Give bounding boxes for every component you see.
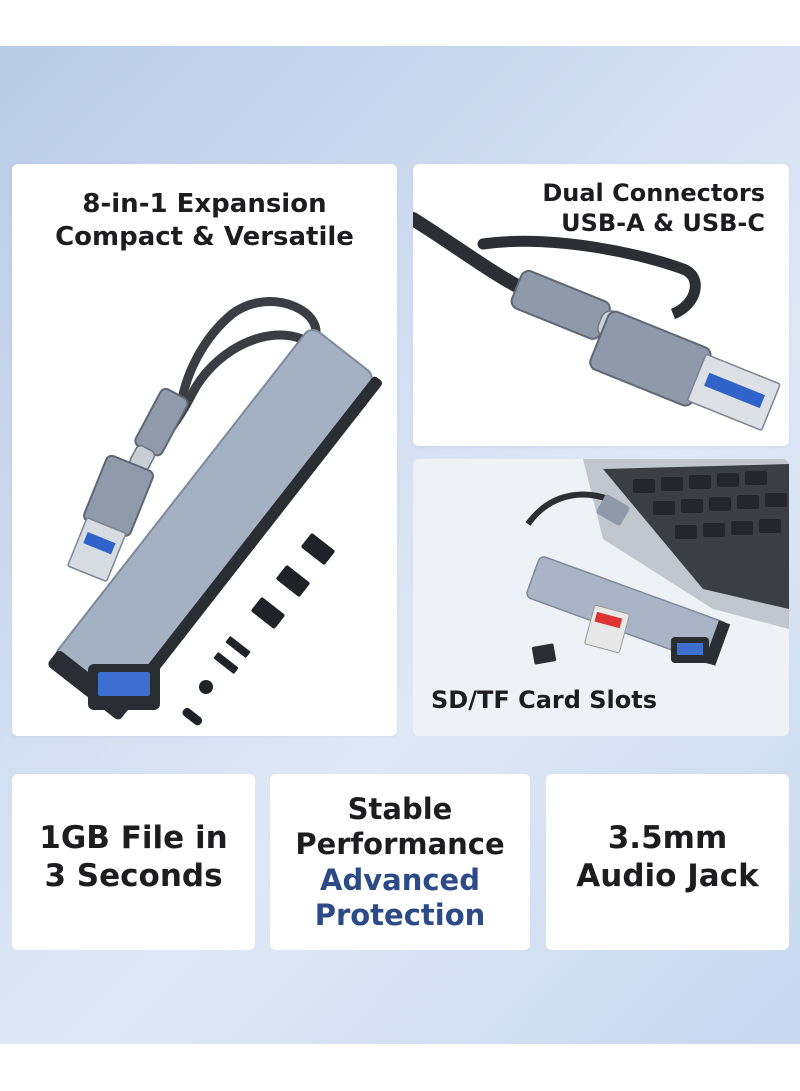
connectors-heading-line2: USB-A & USB-C: [561, 209, 765, 237]
stability-line3: Advanced: [320, 862, 480, 897]
connectors-heading: Dual Connectors USB-A & USB-C: [542, 178, 765, 238]
transfer-speed-card: 1GB File in 3 Seconds: [12, 774, 255, 950]
dual-connector-image: [413, 212, 781, 431]
transfer-speed-line2: 3 Seconds: [44, 857, 223, 894]
connectors-panel: Dual Connectors USB-A & USB-C: [413, 164, 789, 446]
expansion-heading-line2: Compact & Versatile: [55, 221, 354, 252]
transfer-speed-text: 1GB File in 3 Seconds: [12, 820, 255, 896]
expansion-panel: 8-in-1 Expansion Compact & Versatile: [12, 164, 397, 736]
transfer-speed-line1: 1GB File in: [39, 820, 228, 856]
card-slots-panel: SD/TF Card Slots: [413, 459, 789, 736]
audio-jack-line2: Audio Jack: [576, 857, 759, 894]
usb-hub-image: [48, 297, 383, 726]
stability-line1: Stable: [347, 792, 453, 826]
stability-line2: Performance: [295, 827, 505, 862]
laptop-hub-image: [525, 459, 789, 666]
audio-jack-line1: 3.5mm: [607, 820, 728, 856]
audio-jack-text: 3.5mm Audio Jack: [546, 820, 789, 896]
audio-jack-card: 3.5mm Audio Jack: [546, 774, 789, 950]
product-gallery: 8-in-1 Expansion Compact & Versatile: [0, 46, 800, 1044]
card-slots-label: SD/TF Card Slots: [431, 686, 658, 714]
connectors-heading-line1: Dual Connectors: [542, 179, 765, 207]
stability-line4: Protection: [314, 898, 486, 933]
stability-text: Stable Performance Advanced Protection: [270, 792, 530, 934]
expansion-heading-line1: 8-in-1 Expansion: [82, 189, 327, 219]
stability-card: Stable Performance Advanced Protection: [270, 774, 530, 950]
expansion-heading: 8-in-1 Expansion Compact & Versatile: [12, 188, 397, 253]
